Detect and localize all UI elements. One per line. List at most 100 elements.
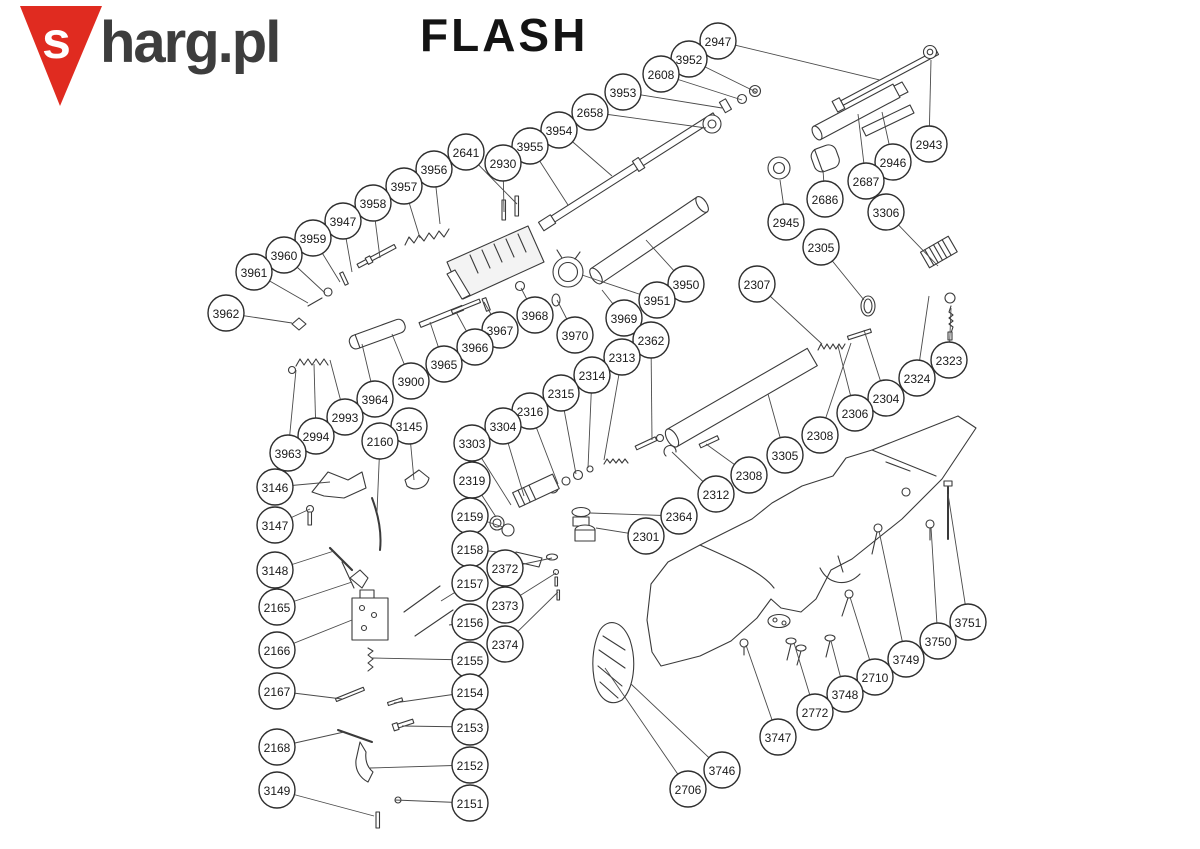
balloon-circle bbox=[730, 456, 768, 494]
part-number: 2314 bbox=[579, 369, 606, 383]
part-balloon-2947: 2947 bbox=[699, 22, 737, 60]
balloon-circle bbox=[258, 771, 296, 809]
part-number: 2323 bbox=[936, 354, 963, 368]
balloon-circle bbox=[703, 751, 741, 789]
part-number: 2153 bbox=[457, 721, 484, 735]
part-number: 3956 bbox=[421, 163, 448, 177]
leader-line bbox=[604, 667, 689, 790]
part-number: 2362 bbox=[638, 334, 665, 348]
balloon-circle bbox=[484, 407, 522, 445]
part-number: 3148 bbox=[262, 564, 289, 578]
rod-drawing bbox=[831, 49, 940, 113]
part-balloon-3951: 3951 bbox=[638, 281, 676, 319]
part-balloon-3955: 3955 bbox=[511, 127, 549, 165]
balloon-circle bbox=[542, 374, 580, 412]
part-balloon-2373: 2373 bbox=[486, 586, 524, 624]
balloon-circle bbox=[836, 394, 874, 432]
part-number: 3145 bbox=[396, 420, 423, 434]
part-balloon-2362: 2362 bbox=[632, 321, 670, 359]
balloon-circle bbox=[604, 73, 642, 111]
part-number: 2307 bbox=[744, 278, 771, 292]
part-balloon-3968: 3968 bbox=[516, 296, 554, 334]
part-balloon-3953: 3953 bbox=[604, 73, 642, 111]
stock-drawing bbox=[646, 415, 977, 667]
part-number: 3970 bbox=[562, 329, 589, 343]
part-balloon-3746: 3746 bbox=[703, 751, 741, 789]
balloon-circle bbox=[632, 321, 670, 359]
receiver-drawing bbox=[446, 195, 545, 300]
part-number: 2373 bbox=[492, 599, 519, 613]
part-number: 2166 bbox=[264, 644, 291, 658]
part-balloon-2608: 2608 bbox=[642, 55, 680, 93]
part-number: 3303 bbox=[459, 437, 486, 451]
balloon-circle bbox=[540, 111, 578, 149]
balloon-circle bbox=[486, 625, 524, 663]
balloon-circle bbox=[297, 417, 335, 455]
part-balloon-2305: 2305 bbox=[802, 228, 840, 266]
part-number: 2686 bbox=[812, 193, 839, 207]
logo-letter-s: s bbox=[42, 12, 71, 70]
part-number: 2930 bbox=[490, 157, 517, 171]
leader-line bbox=[930, 526, 939, 642]
balloon-circle bbox=[826, 675, 864, 713]
part-number: 2151 bbox=[457, 797, 484, 811]
balloon-circle bbox=[256, 506, 294, 544]
part-number: 2305 bbox=[808, 241, 835, 255]
balloon-circle bbox=[354, 184, 392, 222]
part-balloon-2323: 2323 bbox=[930, 341, 968, 379]
part-balloon-2306: 2306 bbox=[836, 394, 874, 432]
leader-line bbox=[947, 493, 969, 623]
part-balloon-2994: 2994 bbox=[297, 417, 335, 455]
muzzle-parts-drawing bbox=[702, 84, 762, 134]
part-number: 2772 bbox=[802, 706, 829, 720]
part-balloon-3147: 3147 bbox=[256, 506, 294, 544]
balloon-circle bbox=[392, 362, 430, 400]
logo-triangle bbox=[20, 6, 102, 106]
part-number: 2308 bbox=[736, 469, 763, 483]
part-balloon-2710: 2710 bbox=[856, 658, 894, 696]
balloon-circle bbox=[258, 631, 296, 669]
balloon-circle bbox=[699, 22, 737, 60]
balloon-circle bbox=[738, 265, 776, 303]
part-number: 3749 bbox=[893, 653, 920, 667]
balloon-circle bbox=[453, 424, 491, 462]
leader-line bbox=[589, 111, 707, 129]
part-balloon-3966: 3966 bbox=[456, 328, 494, 366]
part-number: 3967 bbox=[487, 324, 514, 338]
part-balloon-3306: 3306 bbox=[867, 193, 905, 231]
balloon-circle bbox=[451, 708, 489, 746]
part-number: 2641 bbox=[453, 146, 480, 160]
hammer-drawing bbox=[348, 318, 406, 350]
part-balloon-3959: 3959 bbox=[294, 219, 332, 257]
balloon-circle bbox=[258, 672, 296, 710]
balloon-circle bbox=[447, 133, 485, 171]
part-number: 2706 bbox=[675, 783, 702, 797]
part-number: 2304 bbox=[873, 392, 900, 406]
part-balloon-2658: 2658 bbox=[571, 93, 609, 131]
part-number: 3147 bbox=[262, 519, 289, 533]
butt-pad-drawing bbox=[592, 622, 635, 704]
balloon-circle bbox=[796, 693, 834, 731]
balloon-circle bbox=[571, 93, 609, 131]
part-balloon-2156: 2156 bbox=[451, 603, 489, 641]
balloon-circle bbox=[874, 143, 912, 181]
part-number: 3959 bbox=[300, 232, 327, 246]
part-number: 2993 bbox=[332, 411, 359, 425]
part-balloon-2314: 2314 bbox=[573, 356, 611, 394]
balloon-circle bbox=[269, 434, 307, 472]
part-balloon-2315: 2315 bbox=[542, 374, 580, 412]
balloon-circle bbox=[806, 180, 844, 218]
part-balloon-2301: 2301 bbox=[627, 517, 665, 555]
part-balloon-2641: 2641 bbox=[447, 133, 485, 171]
part-number: 2316 bbox=[517, 405, 544, 419]
balloon-circle bbox=[667, 265, 705, 303]
part-number: 3305 bbox=[772, 449, 799, 463]
part-balloon-2160: 2160 bbox=[361, 422, 399, 460]
part-balloon-2304: 2304 bbox=[867, 379, 905, 417]
part-number: 3751 bbox=[955, 616, 982, 630]
part-number: 3750 bbox=[925, 635, 952, 649]
part-number: 3965 bbox=[431, 358, 458, 372]
leader-line bbox=[717, 40, 881, 81]
part-number: 3951 bbox=[644, 294, 671, 308]
